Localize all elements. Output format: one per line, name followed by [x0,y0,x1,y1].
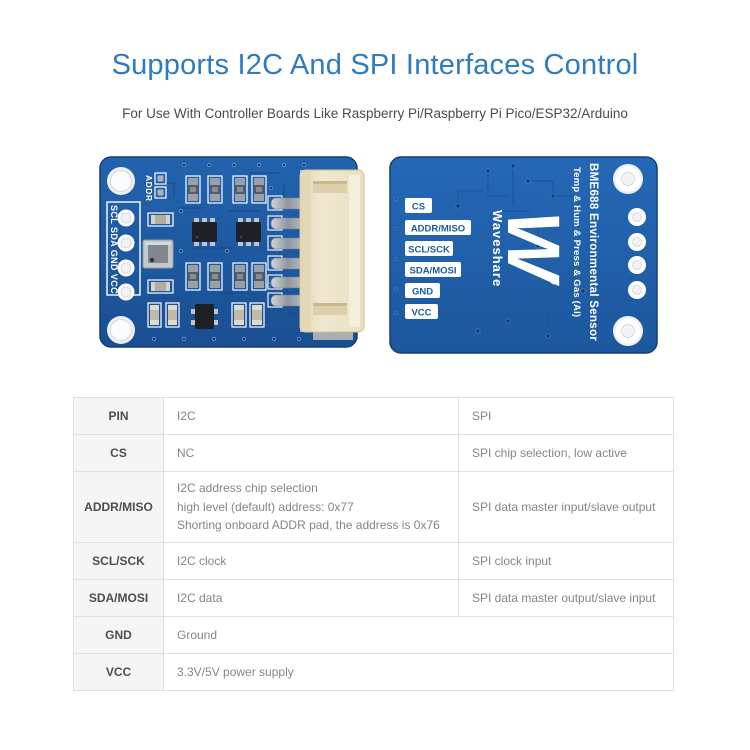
silk-label-cs: CS [412,202,425,213]
pin-name-cell: VCC [73,652,164,691]
i2c-cell: NC [163,434,459,472]
table-row-gnd: GND Ground [73,615,674,654]
i2c-cell: I2C address chip selection high level (d… [163,471,459,543]
pcb-vias [394,163,586,339]
spi-cell: SPI [458,397,674,435]
i2c-desc-line: I2C address chip selection [177,481,318,495]
spi-cell: SPI clock input [458,541,674,580]
table-row-sda-mosi: SDA/MOSI I2C data SPI data master output… [73,578,674,617]
description-cell: Ground [163,615,674,654]
pin-name-cell: PIN [73,397,164,435]
spi-cell: SPI data master output/slave input [458,578,674,617]
i2c-cell: I2C data [163,578,459,617]
pin-name-cell: ADDR/MISO [73,471,164,543]
addr-silk-label: ADDR [144,175,154,202]
pcb-traces [144,172,309,332]
product-name-line1: BME688 Environmental Sensor [587,163,599,341]
silk-label-sda-mosi: SDA/MOSI [410,266,457,277]
pin-holes [117,209,135,301]
ic-chips [192,218,261,246]
bme688-sensor-chip [142,239,174,269]
silk-label-vcc: VCC [411,308,431,319]
i2c-cell: I2C clock [163,541,459,580]
pcb-vias [151,162,307,342]
silk-label-addr-miso: ADDR/MISO [411,224,465,235]
silk-pin-labels: CS ADDR/MISO SCL/SCK SDA/MOSI GND VCC [405,198,471,319]
pin-function-table: PIN I2C SPI CS NC SPI chip selection, lo… [73,397,674,691]
spi-cell: SPI chip selection, low active [458,434,674,472]
board-front-photo: ADDR SCL SDA GND VCC [99,156,365,348]
i2c-desc-line: high level (default) address: 0x77 [177,499,354,514]
product-name-line2: Temp & Hum & Press & Gas (AI) [571,167,582,317]
mounting-holes [107,167,135,344]
resistor-row-top [185,175,267,204]
table-row-cs: CS NC SPI chip selection, low active [73,434,674,472]
table-row-pin: PIN I2C SPI [73,397,674,435]
registered-mark: ® [547,275,562,285]
capacitors [147,212,174,294]
table-row-scl-sck: SCL/SCK I2C clock SPI clock input [73,541,674,580]
resistor-row-bottom [185,262,267,291]
pcb-back [389,156,658,354]
table-row-addr-miso: ADDR/MISO I2C address chip selection hig… [73,471,674,543]
pin-name-cell: GND [73,615,164,654]
pin-name-cell: CS [73,434,164,472]
page-subtitle: For Use With Controller Boards Like Rasp… [122,106,628,121]
silk-label-scl-sck: SCL/SCK [408,245,450,256]
brand-name: Waveshare [490,210,505,287]
description-cell: 3.3V/5V power supply [163,652,674,691]
board-back-photo: CS ADDR/MISO SCL/SCK SDA/MOSI GND VCC Wa… [389,156,658,354]
i2c-desc-line: Shorting onboard ADDR pad, the address i… [177,518,440,533]
sot23-chip [191,304,218,329]
mounting-holes [613,164,643,346]
pin-holes [628,208,646,299]
spi-cell: SPI data master input/slave output [458,471,674,543]
silk-label-gnd: GND [412,287,433,298]
pin-header-silk-label: SCL SDA GND VCC [109,205,119,294]
page-title: Supports I2C And SPI Interfaces Control [111,49,639,81]
waveshare-logo: W [492,211,575,287]
pin-name-cell: SDA/MOSI [73,578,164,617]
jst-connector [299,169,365,340]
i2c-cell: I2C [163,397,459,435]
bottom-components [147,302,265,329]
pin-header-block: SCL SDA GND VCC [106,201,141,301]
addr-jumper: ADDR [144,172,167,202]
pin-name-cell: SCL/SCK [73,541,164,580]
table-row-vcc: VCC 3.3V/5V power supply [73,652,674,691]
